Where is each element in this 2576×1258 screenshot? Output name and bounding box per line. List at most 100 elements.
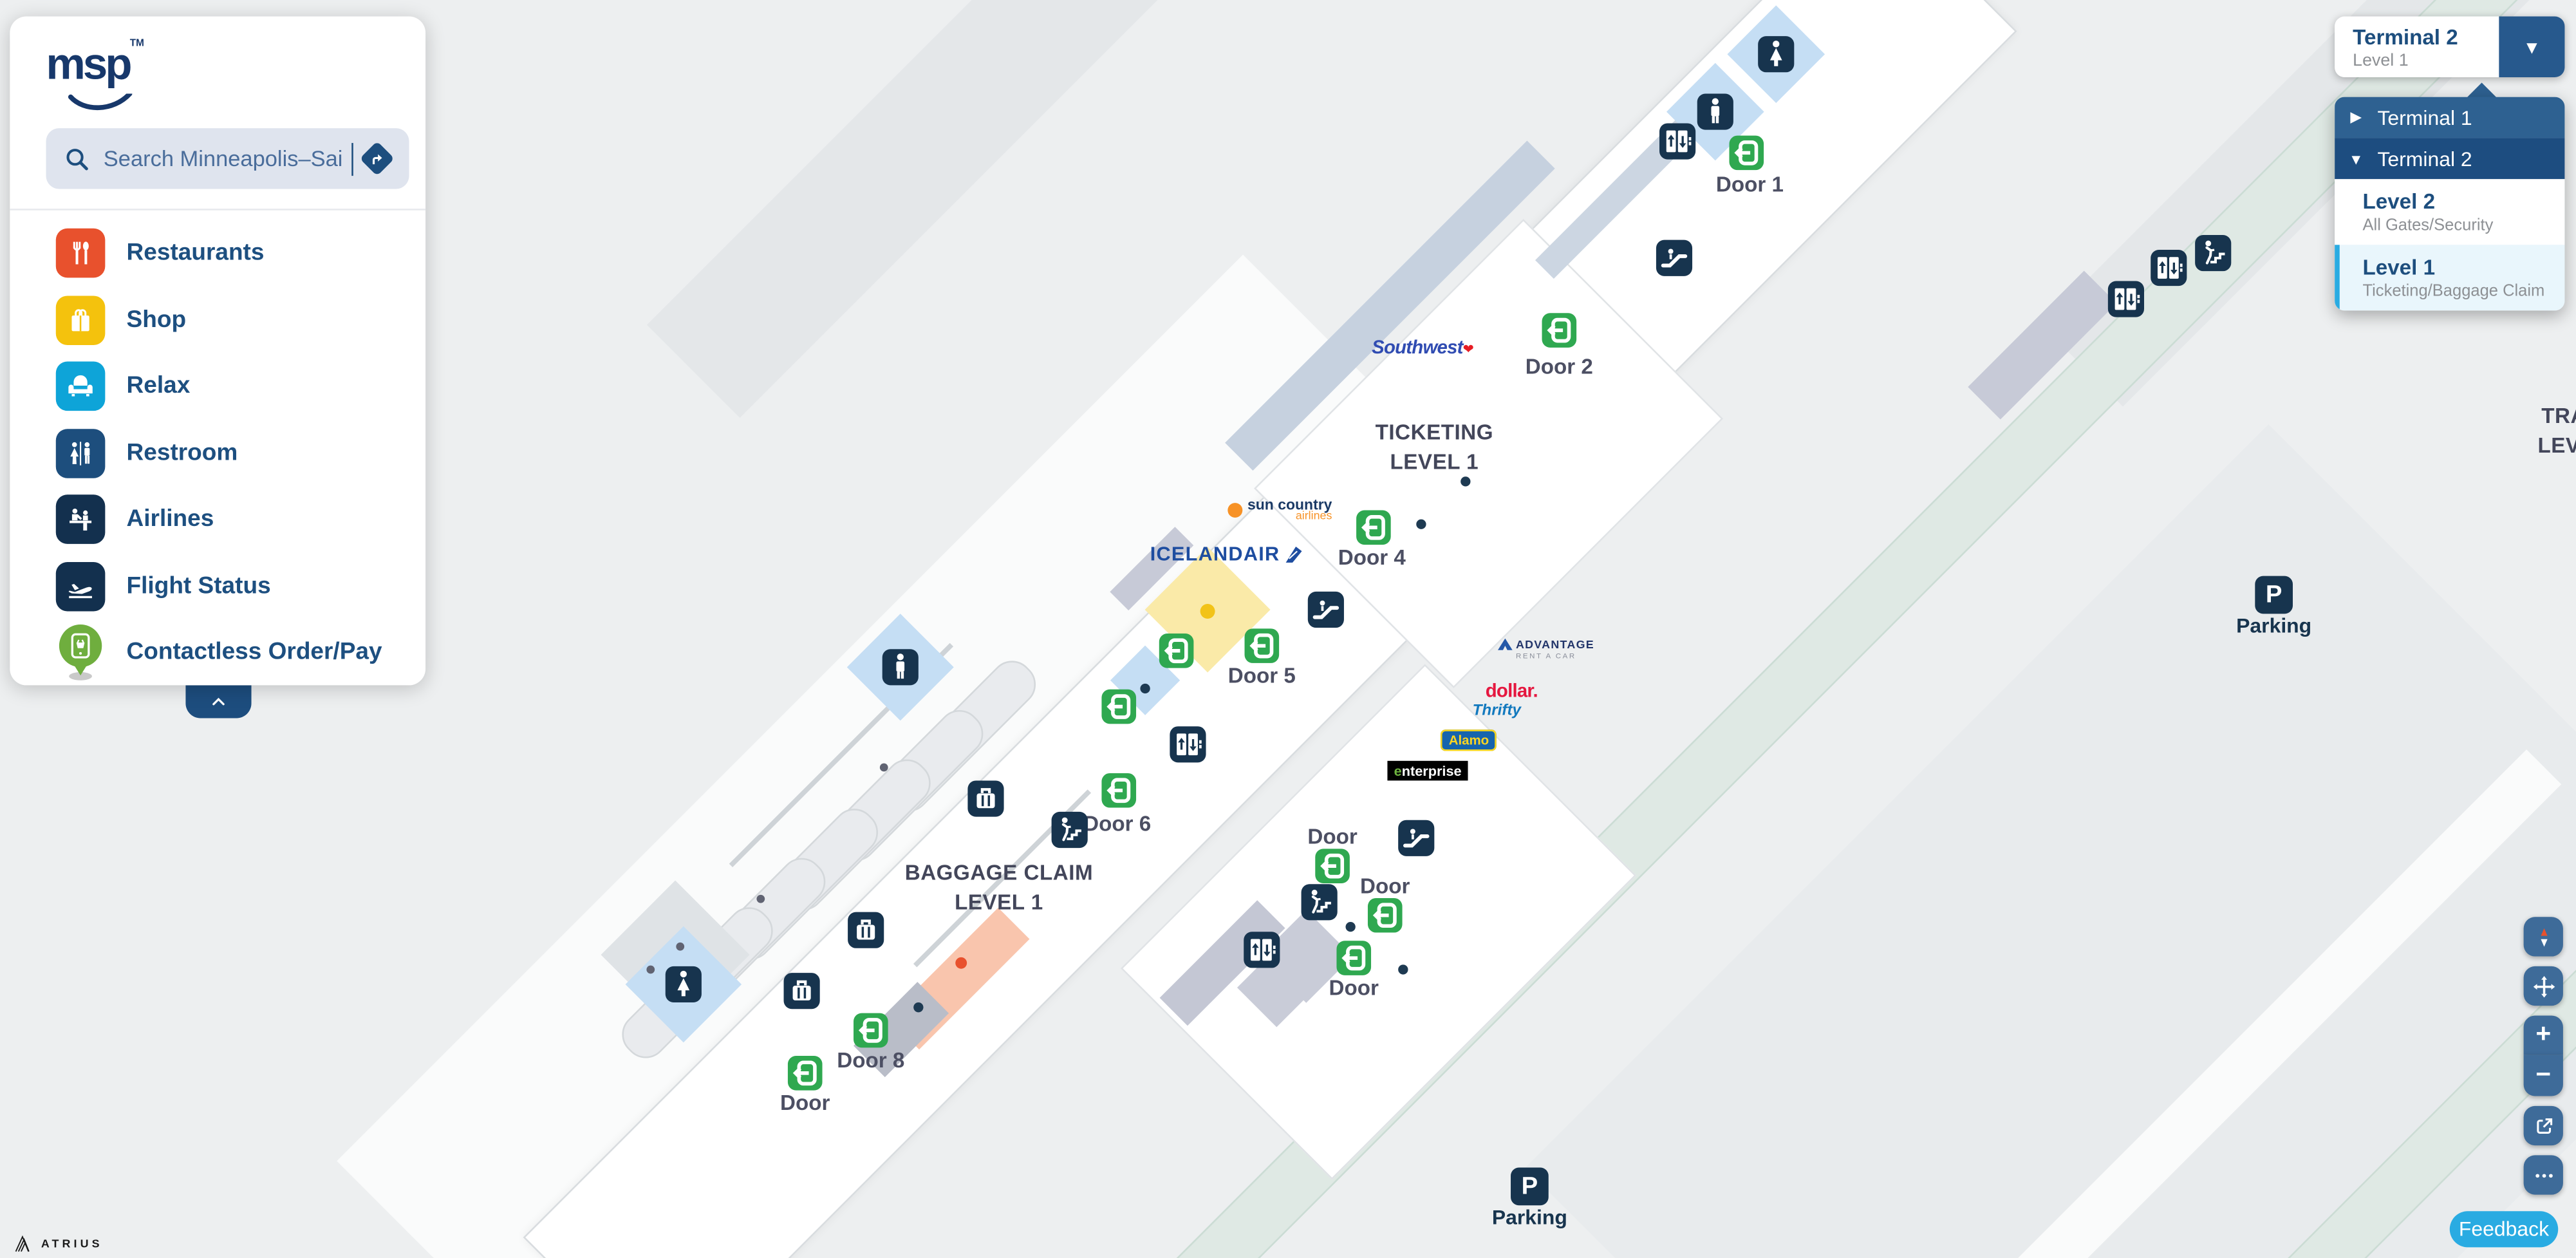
advantage-logo-icon xyxy=(1498,638,1513,650)
relax-icon xyxy=(55,362,106,411)
selected-terminal: Terminal 2 xyxy=(2353,24,2458,50)
zoom-in-button[interactable]: + xyxy=(2523,1015,2563,1055)
search-input[interactable] xyxy=(90,146,349,171)
sidebar-item-label: Shop xyxy=(126,306,187,333)
sidebar-item-label: Restroom xyxy=(126,440,238,467)
door-icon[interactable] xyxy=(1101,689,1137,724)
stairs-icon[interactable] xyxy=(2195,235,2232,272)
directions-icon[interactable] xyxy=(359,141,395,176)
baggage-icon[interactable] xyxy=(967,780,1004,817)
sidebar-item-flight-status[interactable]: Flight Status xyxy=(10,553,425,619)
tenant-logo-enterprise[interactable]: enterprise xyxy=(1387,755,1468,784)
door-icon[interactable] xyxy=(1244,628,1280,663)
level-name: Level 1 xyxy=(2362,254,2436,279)
door-label: Door 4 xyxy=(1338,545,1406,570)
tenant-logo-southwest[interactable]: Southwest❤ xyxy=(1372,338,1474,359)
door-icon[interactable] xyxy=(1356,510,1391,545)
door-icon[interactable] xyxy=(1315,849,1350,883)
baggage-icon[interactable] xyxy=(848,912,884,948)
dropdown-terminal-terminal-2[interactable]: ▼Terminal 2 xyxy=(2335,138,2565,180)
elevator-icon[interactable] xyxy=(1244,932,1280,968)
divider xyxy=(10,209,426,211)
parking-icon[interactable]: P xyxy=(2255,576,2293,614)
door-label: Door xyxy=(1307,824,1358,849)
sidebar-item-relax[interactable]: Relax xyxy=(10,353,425,420)
elevator-icon[interactable] xyxy=(1659,123,1696,160)
sidebar-item-airlines[interactable]: Airlines xyxy=(10,487,425,553)
level-description: All Gates/Security xyxy=(2362,216,2494,236)
msp-logo-swoosh xyxy=(68,91,133,122)
sidebar-item-shop[interactable]: Shop xyxy=(10,286,425,353)
door-icon[interactable] xyxy=(1729,135,1764,171)
restroom-women-icon[interactable] xyxy=(1758,36,1795,73)
sidebar-collapse-button[interactable] xyxy=(185,685,252,718)
sidebar-item-restroom[interactable]: Restroom xyxy=(10,420,425,486)
elevator-icon[interactable] xyxy=(2107,281,2145,317)
tenant-logo-icelandair[interactable]: ICELANDAIR xyxy=(1150,542,1305,565)
stairs-icon[interactable] xyxy=(1301,884,1338,921)
msp-logo[interactable]: mspTM xyxy=(46,39,144,89)
shop-icon xyxy=(55,295,106,345)
door-icon[interactable] xyxy=(1159,633,1194,668)
door-icon[interactable] xyxy=(787,1055,823,1091)
door-label: Door 8 xyxy=(837,1047,905,1073)
terminal-selector-value: Terminal 2 Level 1 xyxy=(2335,16,2499,77)
caret-right-icon: ▶ xyxy=(2350,108,2362,125)
tenant-logo-dollar[interactable]: dollar. xyxy=(1485,682,1538,702)
restroom-men-icon[interactable] xyxy=(882,649,919,686)
sidebar-panel: mspTM RestaurantsShopRelaxRestroomAirlin… xyxy=(10,16,426,686)
door-icon[interactable] xyxy=(1101,773,1137,808)
selected-level: Level 1 xyxy=(2353,51,2409,71)
level-name: Level 2 xyxy=(2362,189,2436,214)
elevator-icon[interactable] xyxy=(2151,249,2187,286)
icelandair-tail-icon xyxy=(1285,545,1302,562)
restaurants-icon xyxy=(55,229,106,279)
search-divider xyxy=(351,142,353,175)
door-icon[interactable] xyxy=(854,1013,888,1048)
atrius-logo-icon xyxy=(15,1235,30,1252)
zoom-out-button[interactable]: − xyxy=(2523,1055,2563,1096)
compass-button[interactable] xyxy=(2523,917,2563,957)
baggage-icon[interactable] xyxy=(783,973,820,1009)
poi-dot xyxy=(1416,519,1426,529)
door-icon[interactable] xyxy=(1336,941,1372,975)
dropdown-terminal-terminal-1[interactable]: ▶Terminal 1 xyxy=(2335,97,2565,138)
open-external-button[interactable] xyxy=(2523,1105,2563,1146)
poi-dot xyxy=(1345,921,1356,932)
escalator-icon[interactable] xyxy=(1398,820,1435,856)
pan-button[interactable] xyxy=(2523,966,2563,1006)
feedback-button[interactable]: Feedback xyxy=(2449,1211,2559,1248)
sidebar-item-restaurants[interactable]: Restaurants xyxy=(10,220,425,286)
sidebar-item-contactless-order-pay[interactable]: Contactless Order/Pay xyxy=(10,619,425,686)
stairs-icon[interactable] xyxy=(1051,811,1088,849)
map-area-label: BAGGAGE CLAIM LEVEL 1 xyxy=(904,860,1094,914)
airlines-icon xyxy=(55,494,106,545)
poi-dot xyxy=(646,965,655,974)
poi-dot xyxy=(1200,604,1215,619)
elevator-icon[interactable] xyxy=(1170,726,1206,763)
door-icon[interactable] xyxy=(1367,897,1403,933)
atrius-attribution: ATRIUS xyxy=(13,1234,102,1255)
parking-icon[interactable]: P xyxy=(1511,1167,1549,1206)
map-area-label: TRAM LEVEL xyxy=(2537,403,2576,457)
search-box[interactable] xyxy=(46,128,409,189)
door-label: Door xyxy=(1360,873,1410,898)
escalator-icon[interactable] xyxy=(1656,239,1693,276)
tenant-logo-alamo[interactable]: Alamo xyxy=(1440,723,1497,753)
door-icon[interactable] xyxy=(1542,313,1577,348)
escalator-icon[interactable] xyxy=(1307,591,1344,628)
tenant-logo-thrifty[interactable]: Thrifty xyxy=(1472,701,1522,720)
terminal-selector[interactable]: Terminal 2 Level 1 ▾ xyxy=(2335,16,2565,77)
more-options-button[interactable] xyxy=(2523,1155,2563,1195)
sidebar-item-label: Flight Status xyxy=(126,573,271,600)
restroom-men-icon[interactable] xyxy=(1697,93,1733,130)
restroom-icon xyxy=(55,428,106,478)
terminal-selector-caret-button[interactable]: ▾ xyxy=(2499,16,2565,77)
restroom-women-icon[interactable] xyxy=(665,966,702,1003)
